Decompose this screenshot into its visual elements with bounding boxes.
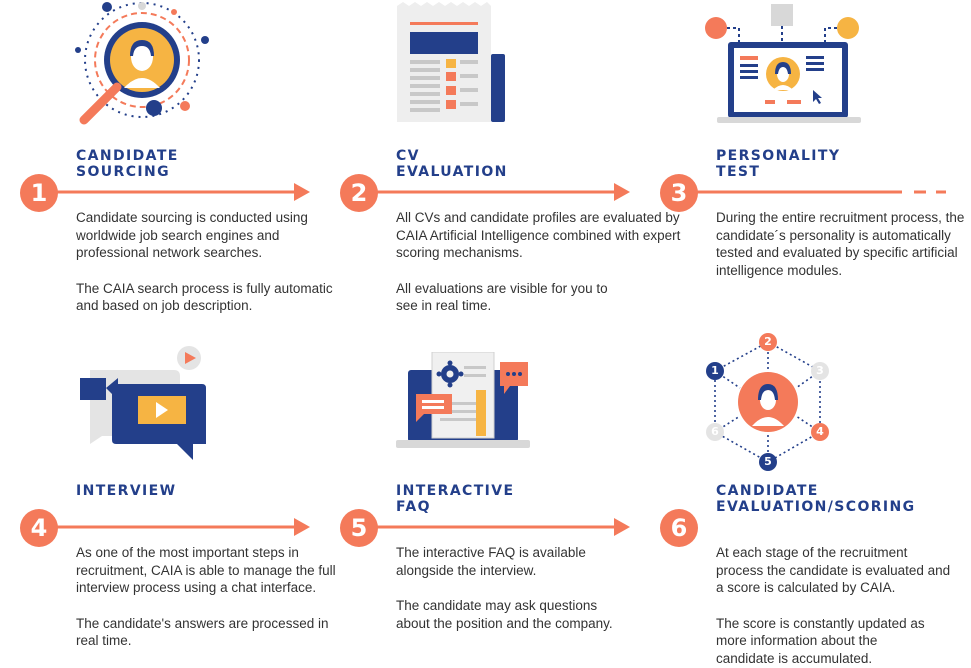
step-1-description: Candidate sourcing is conducted using wo… [76, 210, 333, 314]
step-number-badge: 6 [660, 509, 698, 547]
step-5-description: The interactive FAQ is available alongsi… [396, 545, 613, 631]
network-node-1: 1 [706, 362, 724, 380]
step-number-badge: 5 [340, 509, 378, 547]
network-node-3: 3 [811, 362, 829, 380]
step-6-description: At each stage of the recruitment process… [716, 545, 951, 667]
step-2-description: All CVs and candidate profiles are evalu… [396, 210, 681, 314]
laptop-profile-icon [705, 4, 861, 123]
step-5-title: INTERACTIVE FAQ [396, 483, 515, 515]
dashed-arrow-icon [680, 190, 946, 194]
network-node-6: 6 [706, 423, 724, 441]
newspaper-cv-icon [397, 2, 505, 122]
step-number-badge: 2 [340, 174, 378, 212]
step-3-description: During the entire recruitment process, t… [716, 210, 965, 279]
magnifier-candidate-icon [75, 2, 209, 125]
arrow-icon [40, 518, 310, 536]
network-node-5: 5 [759, 453, 777, 471]
step-4-description: As one of the most important steps in re… [76, 545, 336, 649]
step-2-title: CV EVALUATION [396, 148, 508, 180]
arrow-icon [40, 183, 310, 201]
arrow-icon [360, 518, 630, 536]
step-6-title: CANDIDATE EVALUATION/SCORING [716, 483, 916, 515]
network-node-2: 2 [759, 333, 777, 351]
step-3-title: PERSONALITY TEST [716, 148, 841, 180]
step-number-badge: 1 [20, 174, 58, 212]
arrow-icon [360, 183, 630, 201]
step-1-title: CANDIDATE SOURCING [76, 148, 179, 180]
laptop-faq-icon [396, 352, 530, 448]
step-number-badge: 3 [660, 174, 698, 212]
network-node-4: 4 [811, 423, 829, 441]
step-number-badge: 4 [20, 509, 58, 547]
video-chat-icon [80, 346, 206, 460]
scoring-network-icon [714, 341, 821, 463]
step-4-title: INTERVIEW [76, 483, 177, 499]
